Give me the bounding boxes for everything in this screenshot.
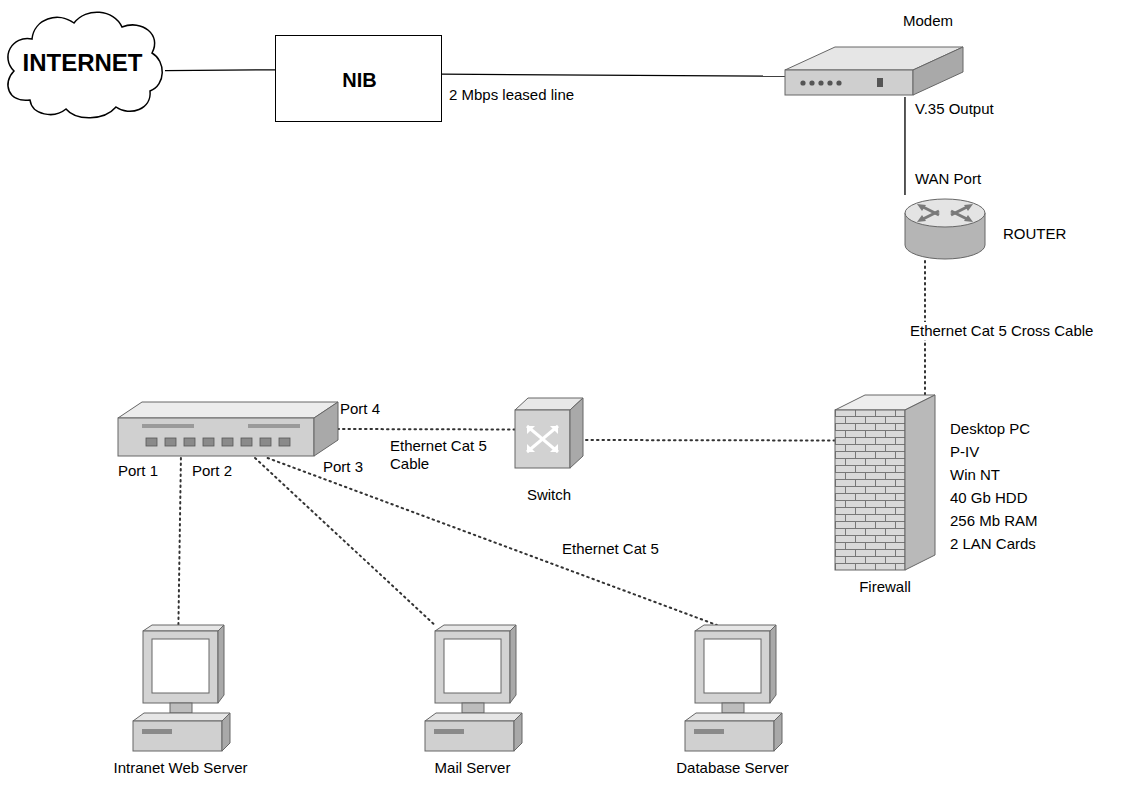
hub-device: Port 1Port 2Port 3Port 4 [118,400,338,458]
device-label: Switch [527,486,571,504]
ethernet-cable [268,458,717,625]
computer-icon [128,625,233,755]
server-label: Database Server [676,759,789,777]
server-label: Mail Server [435,759,511,777]
wan-link [442,74,785,76]
device-label: Modem [903,12,953,30]
spec-text: Firewall [859,578,911,596]
router-icon [893,195,993,261]
cloud-label: INTERNET [23,49,143,77]
server-computer: Database Server [680,625,785,755]
modem-device: Modem [785,45,963,97]
server-computer: Mail Server [420,625,525,755]
spec-text: Win NT [950,466,1000,484]
server-label: Intranet Web Server [114,759,248,777]
firewall-wall [835,395,935,570]
internet-cloud: INTERNET [0,5,165,120]
modem-icon [785,45,963,97]
computer-icon [420,625,525,755]
router-device: ROUTER [893,195,993,261]
port-label: Port 1 [118,462,158,480]
switch-device: Switch [515,398,583,468]
port-label: Port 3 [323,458,363,476]
ethernet-cable [338,428,515,431]
port-note: V.35 Output [913,100,996,118]
cable-label: Ethernet Cat 5 [560,540,661,558]
hub-icon [118,400,338,458]
cable-label: 2 Mbps leased line [447,86,576,104]
computer-icon [680,625,785,755]
server-computer: Intranet Web Server [128,625,233,755]
spec-text: Desktop PC [950,420,1030,438]
ethernet-cable [255,458,435,625]
box-label: NIB [342,68,376,92]
port-label: Port 4 [340,400,380,418]
device-label: ROUTER [1003,225,1066,243]
ethernet-cable [178,458,181,625]
switch-icon [515,398,583,468]
wan-link [904,97,905,195]
ethernet-cable [583,439,835,442]
spec-text: P-IV [950,443,979,461]
spec-text: 40 Gb HDD [950,489,1028,507]
spec-text: 256 Mb RAM [950,512,1038,530]
cable-label: Ethernet Cat 5 Cross Cable [908,322,1095,340]
cable-label: Ethernet Cat 5 Cable [388,437,502,473]
port-label: Port 2 [192,462,232,480]
wan-link [165,69,275,71]
port-note: WAN Port [913,170,983,188]
spec-text: 2 LAN Cards [950,535,1036,553]
firewall-device: Desktop PCP-IVWin NT40 Gb HDD256 Mb RAM2… [835,395,935,570]
nib-box: NIB [275,35,442,122]
